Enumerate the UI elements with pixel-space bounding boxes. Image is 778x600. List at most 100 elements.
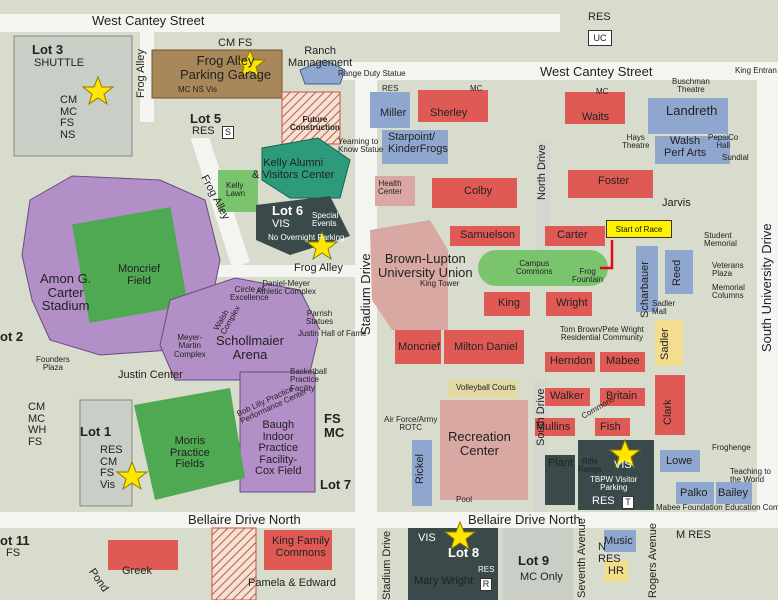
sundial-label: Sundial — [722, 153, 749, 162]
campus-commons-shape — [478, 250, 608, 286]
road-west-cantey-top — [0, 14, 560, 32]
street-frog-alley-top: Frog Alley — [135, 49, 147, 98]
recreation-label: Recreation Center — [448, 429, 511, 458]
pepsico-label: PepsiCo Hall — [708, 133, 739, 151]
mullins-shape — [535, 418, 575, 436]
starpoint-label: Starpoint/ KinderFrogs — [388, 131, 448, 155]
buschman-label: Buschman Theatre — [672, 77, 710, 95]
waits-shape — [565, 92, 625, 124]
res-lot8-label: RES — [478, 565, 495, 574]
memorial-columns-label: Memorial Columns — [712, 283, 745, 301]
lot9-area — [503, 528, 573, 600]
palko-shape — [676, 482, 714, 504]
special-events-label: Special Events — [312, 211, 339, 229]
garage-codes-top: CM FS — [218, 37, 253, 49]
walsh-perf-shape — [655, 136, 730, 164]
garage-name: Frog Alley Parking Garage — [180, 53, 272, 82]
rifle-label: Rifle Range — [578, 457, 602, 475]
lot11-codes: FS — [6, 547, 21, 559]
mc-waits-label: MC — [596, 87, 609, 96]
road-south-university — [757, 80, 778, 512]
garage-codes-bottom: MC NS Vis — [178, 85, 217, 94]
sherley-shape — [418, 90, 488, 122]
vis-tbpw-label: VIS — [614, 459, 632, 471]
road-bellaire — [0, 512, 778, 528]
greek-label: Greek — [122, 565, 152, 577]
mullins-label: Mullins — [536, 421, 571, 433]
start-of-race-box: Start of Race — [606, 220, 672, 238]
carter-shape — [545, 226, 605, 246]
n-res-label: N RES — [598, 541, 621, 565]
foster-label: Foster — [598, 175, 630, 187]
miller-label: Miller — [380, 107, 407, 119]
brown-lupton-label: Brown-Lupton University Union — [378, 251, 473, 280]
top-res: RES — [588, 11, 611, 23]
student-memorial-label: Student Memorial — [704, 231, 737, 249]
sadler-shape — [655, 320, 683, 366]
street-south-drive: South Drive — [535, 388, 547, 446]
bailey-label: Bailey — [718, 487, 748, 499]
range-duty-label: Range Duty Statue — [338, 69, 406, 78]
street-west-cantey-top: West Cantey Street — [92, 13, 205, 28]
lot6-name: Lot 6 — [272, 203, 304, 218]
lowe-shape — [660, 450, 700, 472]
mary-wright-label: Mary Wright — [414, 575, 474, 587]
lot5-codes: RES — [192, 125, 215, 137]
lot5-s-box: S — [222, 126, 234, 139]
road-south-drive — [534, 380, 548, 512]
frog-fountain-label: Frog Fountain — [572, 267, 604, 285]
lot6-codes: VIS — [272, 218, 290, 230]
tbpw-label: TBPW Visitor Parking — [590, 475, 638, 493]
street-stadium-drive-bottom: Stadium Drive — [381, 530, 393, 600]
lot7-codes: FS MC — [324, 411, 345, 440]
lot9-name: Lot 9 — [518, 553, 550, 568]
moncrief-field-shape — [72, 207, 188, 323]
landreth-label: Landreth — [666, 103, 718, 118]
reed-shape — [665, 250, 693, 294]
pool-label: Pool — [456, 495, 473, 504]
t-box: T — [622, 496, 634, 509]
sadler-mall-label: Sadler Mall — [652, 299, 676, 317]
star-lot1 — [115, 460, 149, 491]
music-shape — [604, 530, 636, 552]
lot2-name: ot 2 — [0, 329, 24, 344]
clark-label: Clark — [662, 399, 674, 425]
miller-shape — [370, 92, 410, 128]
plant-lot — [545, 455, 575, 505]
walsh-perf-label: Walsh Perf Arts — [664, 135, 707, 159]
parrish-label: Parrish Statues — [306, 309, 334, 327]
king-family-label: King Family Commons — [272, 535, 330, 559]
moncrief-shape — [395, 330, 441, 364]
kelly-alumni-label: Kelly Alumni & Visitors Center — [252, 157, 335, 181]
schollmaier-label: Schollmaier Arena — [216, 333, 284, 362]
m-res-label: M RES — [676, 529, 711, 541]
brown-lupton-shape — [370, 220, 448, 330]
circle-label: Circle of Excellence — [230, 285, 269, 303]
lot1-codes: RES CM FS Vis — [100, 444, 123, 491]
wright-shape — [546, 292, 592, 316]
justin-hall-label: Justin Hall of Fame — [298, 329, 367, 338]
froghenge-label: Froghenge — [712, 443, 751, 452]
samuelson-shape — [450, 226, 520, 246]
greek-shape — [108, 540, 178, 570]
rickel-shape — [412, 440, 432, 506]
carter-label: Carter — [557, 229, 588, 241]
lot8-name: Lot 8 — [448, 545, 480, 560]
scharbauer-shape — [636, 246, 658, 312]
milton-shape — [444, 330, 524, 364]
mabee-foundation-label: Mabee Foundation Education Complex — [656, 503, 778, 512]
plant-label: Plant — [548, 457, 574, 469]
volleyball-label: Volleyball Courts — [456, 383, 516, 392]
health-label: Health Center — [378, 179, 403, 197]
lot-left-codes: CM MC WH FS — [28, 401, 47, 448]
king-label: King — [498, 297, 521, 309]
street-west-cantey: West Cantey Street — [540, 64, 653, 79]
britain-label: Britain — [606, 390, 638, 402]
walker-shape — [545, 388, 590, 406]
road-frog-alley — [205, 265, 355, 277]
scharbauer-label: Scharbauer — [639, 261, 651, 318]
founders-label: Founders Plaza — [36, 355, 70, 373]
street-bellaire-left: Bellaire Drive North — [188, 512, 301, 527]
street-rogers-avenue: Rogers Avenue — [647, 522, 659, 598]
